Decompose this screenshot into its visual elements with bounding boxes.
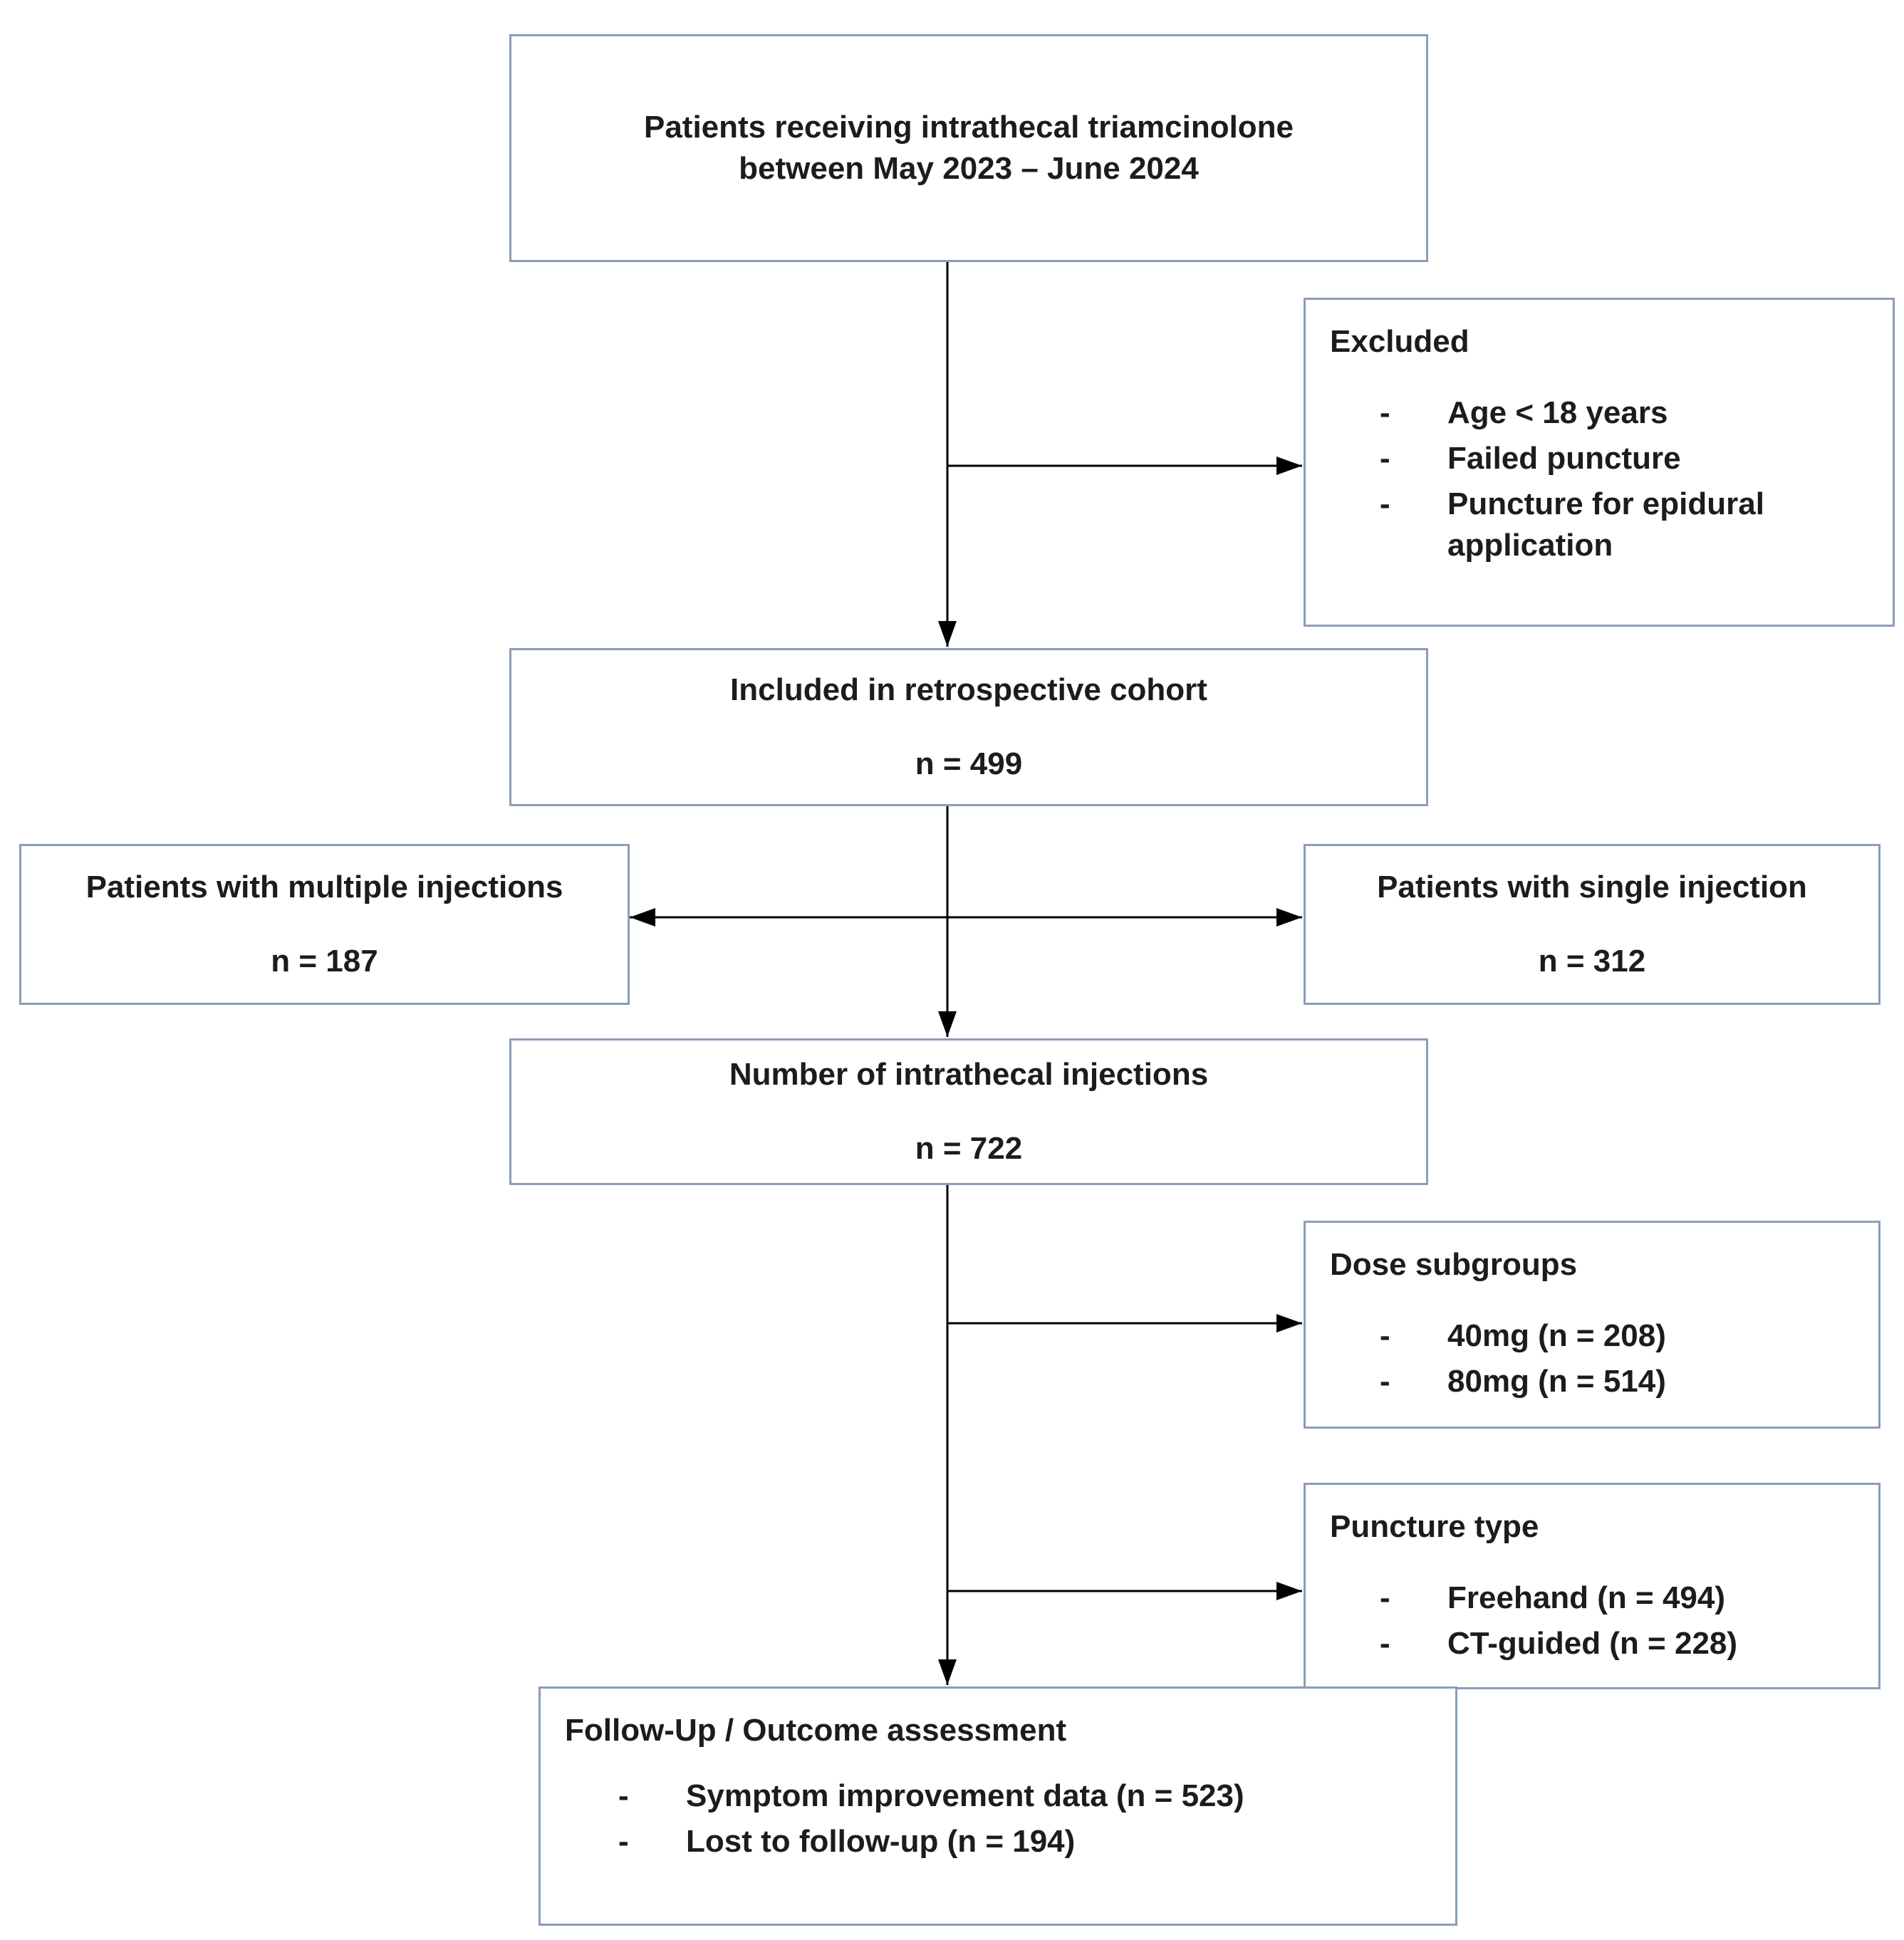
- followup-item-text: Symptom improvement data (n = 523): [686, 1778, 1244, 1814]
- dash-marker: [1380, 392, 1447, 434]
- box-included-count: n = 499: [915, 746, 1023, 781]
- excluded-item: Failed puncture: [1380, 438, 1868, 479]
- followup-item: Lost to follow-up (n = 194): [618, 1821, 1431, 1862]
- box-puncture-title: Puncture type: [1330, 1509, 1539, 1544]
- excluded-item-text: Failed puncture: [1447, 441, 1681, 476]
- box-patients-receiving-line2: between May 2023 – June 2024: [739, 151, 1199, 186]
- dose-item-text: 40mg (n = 208): [1447, 1318, 1666, 1354]
- box-number-injections: Number of intrathecal injections n = 722: [509, 1038, 1428, 1185]
- box-multiple-injections: Patients with multiple injections n = 18…: [19, 844, 630, 1005]
- box-excluded-list: Age < 18 years Failed puncture Puncture …: [1330, 392, 1868, 566]
- box-single-injection: Patients with single injection n = 312: [1304, 844, 1880, 1005]
- box-single-count: n = 312: [1538, 944, 1646, 979]
- box-patients-receiving-line1: Patients receiving intrathecal triamcino…: [643, 109, 1294, 145]
- dose-item: 80mg (n = 514): [1380, 1361, 1854, 1402]
- followup-item-text: Lost to follow-up (n = 194): [686, 1824, 1076, 1860]
- box-dose-title: Dose subgroups: [1330, 1247, 1578, 1282]
- box-included-line1: Included in retrospective cohort: [730, 672, 1207, 707]
- box-puncture-list: Freehand (n = 494) CT-guided (n = 228): [1330, 1577, 1854, 1664]
- puncture-item-text: CT-guided (n = 228): [1447, 1626, 1738, 1662]
- box-followup: Follow-Up / Outcome assessment Symptom i…: [539, 1686, 1457, 1926]
- dash-marker: [618, 1821, 686, 1862]
- puncture-item: Freehand (n = 494): [1380, 1577, 1854, 1619]
- excluded-item-text: Age < 18 years: [1447, 395, 1668, 431]
- box-followup-title: Follow-Up / Outcome assessment: [565, 1713, 1067, 1748]
- puncture-item: CT-guided (n = 228): [1380, 1623, 1854, 1664]
- dash-marker: [1380, 484, 1447, 566]
- box-puncture-type: Puncture type Freehand (n = 494) CT-guid…: [1304, 1483, 1880, 1689]
- box-multiple-line1: Patients with multiple injections: [85, 869, 563, 904]
- box-followup-list: Symptom improvement data (n = 523) Lost …: [565, 1775, 1431, 1862]
- dash-marker: [1380, 1315, 1447, 1357]
- excluded-item: Puncture for epidural application: [1380, 484, 1868, 566]
- box-dose-list: 40mg (n = 208) 80mg (n = 514): [1330, 1315, 1854, 1402]
- box-multiple-count: n = 187: [271, 944, 378, 979]
- box-dose-subgroups: Dose subgroups 40mg (n = 208) 80mg (n = …: [1304, 1221, 1880, 1429]
- dash-marker: [1380, 1577, 1447, 1619]
- dose-item-text: 80mg (n = 514): [1447, 1364, 1666, 1399]
- box-single-line1: Patients with single injection: [1377, 869, 1807, 904]
- box-included-cohort: Included in retrospective cohort n = 499: [509, 648, 1428, 806]
- puncture-item-text: Freehand (n = 494): [1447, 1580, 1726, 1616]
- excluded-item: Age < 18 years: [1380, 392, 1868, 434]
- followup-item: Symptom improvement data (n = 523): [618, 1775, 1431, 1817]
- box-excluded-title: Excluded: [1330, 324, 1469, 359]
- dash-marker: [1380, 1623, 1447, 1664]
- dash-marker: [618, 1775, 686, 1817]
- dash-marker: [1380, 438, 1447, 479]
- box-patients-receiving: Patients receiving intrathecal triamcino…: [509, 34, 1428, 262]
- excluded-item-text: Puncture for epidural application: [1447, 486, 1764, 563]
- box-excluded: Excluded Age < 18 years Failed puncture …: [1304, 298, 1895, 627]
- dose-item: 40mg (n = 208): [1380, 1315, 1854, 1357]
- box-injections-line1: Number of intrathecal injections: [729, 1056, 1209, 1092]
- box-injections-count: n = 722: [915, 1131, 1023, 1166]
- dash-marker: [1380, 1361, 1447, 1402]
